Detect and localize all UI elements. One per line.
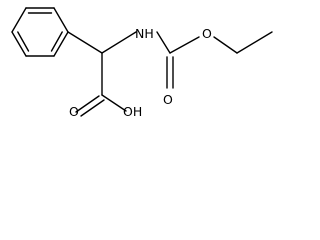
nh-label: NH — [135, 26, 154, 41]
nh-carbonyl-bond — [156, 31, 171, 54]
acid-carbonyl-double-bond-a — [75, 95, 100, 113]
alpha-nh-bond — [101, 31, 137, 54]
carbonyl-oxygen-label: O — [163, 92, 173, 107]
structure-canvas: NH O O OH O — [11, 7, 273, 119]
acid-carbonyl-double-bond-b — [80, 99, 105, 117]
molecule-diagram: NH O O OH O — [11, 7, 273, 119]
ester-o-ch2-bond — [213, 36, 238, 54]
ch2-ch3-bond — [236, 31, 273, 54]
ester-oxygen-label: O — [202, 26, 212, 41]
ring-alpha-bond — [67, 31, 103, 54]
carbonyl-ester-o-bond — [169, 36, 200, 54]
acid-oh-bond — [101, 94, 127, 112]
phenyl-ring — [11, 7, 69, 57]
acid-oh-label: OH — [123, 104, 142, 119]
acid-oxygen-label: O — [69, 104, 79, 119]
